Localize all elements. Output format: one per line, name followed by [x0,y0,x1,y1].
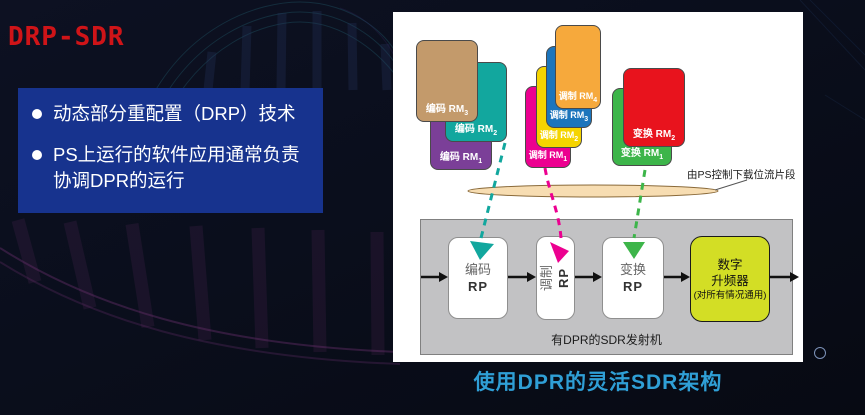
rm-card-label: 编码 RM3 [425,104,469,117]
bitstream-ellipse [467,184,719,198]
rp-block-modulate: 调制 RP [536,236,575,320]
duc-line1: 数字 [717,257,743,272]
rp-block-encode: 编码 RP [448,237,508,319]
rp-block-line2: RP [467,279,489,294]
bullet-dot-icon [32,150,42,160]
bitstream-label: 由PS控制下载位流片段 [687,169,796,181]
slide-title: DRP-SDR [8,22,125,52]
rp-block-line1: 变换 [619,262,646,277]
rp-block-line1: 编码 [464,262,491,277]
bullet-text: PS上运行的软件应用通常负责协调DPR的运行 [53,144,300,191]
bullet-text: 动态部分重配置（DRP）技术 [53,103,296,124]
rm-card-label: 调制 RM2 [539,130,579,143]
caption: 使用DPR的灵活SDR架构 [473,371,723,394]
duc-line2: 升频器 [711,273,749,288]
rm-card-transform-2: 变换 RM2 [623,68,685,147]
diagram-panel: 编码 RM1 编码 RM2 编码 RM3 调制 RM1 调制 RM2 调制 RM… [393,12,803,362]
bullet-item: PS上运行的软件应用通常负责协调DPR的运行 [32,142,323,194]
rp-block-rotated-text: 调制 RP [539,264,572,292]
rm-card-modulate-4: 调制 RM4 [555,25,601,109]
bullet-item: 动态部分重配置（DRP）技术 [32,101,323,127]
rm-card-label: 调制 RM1 [528,150,568,163]
rm-card-label: 编码 RM2 [454,124,498,137]
bullet-dot-icon [32,109,42,119]
rm-card-label: 变换 RM2 [632,129,676,142]
rp-block-transform: 变换 RP [602,237,664,319]
duc-line3: (对所有情况通用) [693,289,767,301]
rm-card-label: 编码 RM1 [439,152,483,165]
rm-card-label: 调制 RM4 [558,91,598,104]
transmitter-label: 有DPR的SDR发射机 [551,333,662,347]
bullet-box: 动态部分重配置（DRP）技术 PS上运行的软件应用通常负责协调DPR的运行 [18,88,323,213]
digital-upconverter-block: 数字 升频器 (对所有情况通用) [690,236,770,322]
ring-icon [814,347,826,359]
rm-card-label: 调制 RM3 [549,110,589,123]
rm-card-label: 变换 RM1 [620,148,664,161]
rm-card-encode-3: 编码 RM3 [416,40,478,122]
rp-block-line2: RP [622,279,644,294]
